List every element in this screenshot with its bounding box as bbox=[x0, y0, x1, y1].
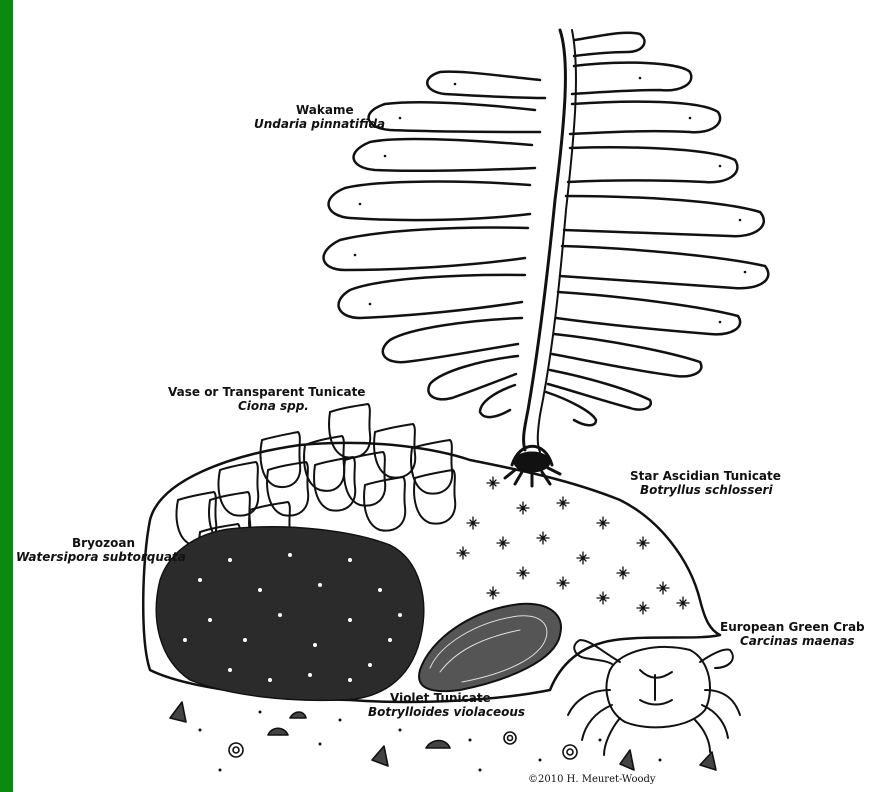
bryozoan-label: Bryozoan Watersipora subtorquata bbox=[16, 537, 186, 565]
vase-tunicate-label: Vase or Transparent Tunicate Ciona spp. bbox=[168, 386, 365, 414]
star-ascidian-label: Star Ascidian Tunicate Botryllus schloss… bbox=[630, 470, 781, 498]
vase-tunicate-scientific-name: Ciona spp. bbox=[238, 400, 365, 414]
bryozoan-common-name: Bryozoan bbox=[72, 537, 186, 551]
wakame-common-name: Wakame bbox=[296, 104, 385, 118]
wakame-label: Wakame Undaria pinnatifida bbox=[296, 104, 385, 132]
violet-tunicate-scientific-name: Botrylloides violaceous bbox=[368, 706, 525, 720]
star-ascidian-scientific-name: Botryllus schlosseri bbox=[640, 484, 781, 498]
wakame-right-blades bbox=[546, 33, 768, 426]
wakame-scientific-name: Undaria pinnatifida bbox=[254, 118, 385, 132]
bryozoan-scientific-name: Watersipora subtorquata bbox=[16, 551, 186, 565]
violet-tunicate-label: Violet Tunicate Botrylloides violaceous bbox=[368, 692, 525, 720]
star-ascidian-colony bbox=[457, 477, 689, 619]
star-ascidian-common-name: Star Ascidian Tunicate bbox=[630, 470, 781, 484]
european-green-crab bbox=[568, 640, 740, 755]
european-green-crab-label: European Green Crab Carcinas maenas bbox=[720, 621, 865, 649]
bryozoan-colony bbox=[156, 527, 424, 701]
european-green-crab-common-name: European Green Crab bbox=[720, 621, 865, 635]
vase-tunicate-common-name: Vase or Transparent Tunicate bbox=[168, 386, 365, 400]
european-green-crab-scientific-name: Carcinas maenas bbox=[740, 635, 865, 649]
copyright-credit: ©2010 H. Meuret-Woody bbox=[528, 774, 656, 785]
violet-tunicate bbox=[419, 604, 561, 691]
violet-tunicate-common-name: Violet Tunicate bbox=[390, 692, 525, 706]
